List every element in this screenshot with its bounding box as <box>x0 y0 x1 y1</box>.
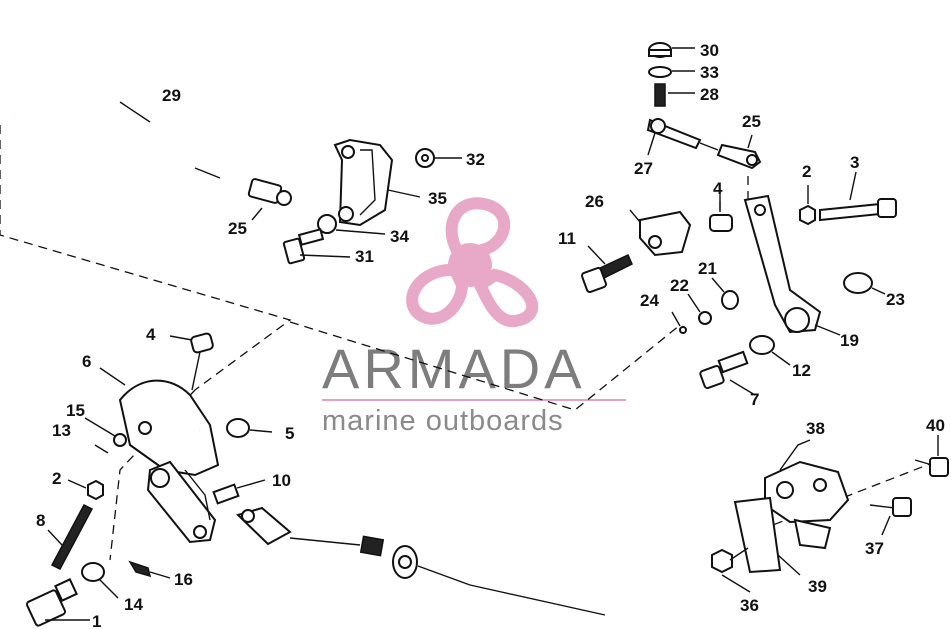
part-2-nut-left <box>67 479 104 501</box>
part-2-nut-right <box>799 185 816 226</box>
armada-watermark: ARMADA marine outboards <box>322 197 626 437</box>
callout-31: 31 <box>355 247 374 266</box>
callout-22: 22 <box>670 276 689 295</box>
watermark-title: ARMADA <box>322 337 586 400</box>
callout-6: 6 <box>82 352 91 371</box>
callout-3: 3 <box>850 153 859 172</box>
part-15-washer <box>84 417 127 447</box>
callout-labels: 1 2 2 3 4 4 5 6 7 8 10 11 12 13 14 15 16… <box>36 41 945 629</box>
callout-39: 39 <box>808 577 827 596</box>
callout-12: 12 <box>792 361 811 380</box>
propeller-blade-left <box>406 263 469 325</box>
part-25-rod-end-left <box>247 178 292 221</box>
watermark-subtitle: marine outboards <box>322 405 564 437</box>
part-10-screw <box>212 479 266 505</box>
part-7-shoulder-bolt <box>699 350 756 396</box>
callout-38: 38 <box>806 419 825 438</box>
part-29-throttle-rod <box>13 96 221 179</box>
part-4-bushing-left <box>169 332 214 391</box>
callout-5: 5 <box>285 424 294 443</box>
part-26-cam <box>629 209 692 257</box>
callout-11: 11 <box>558 229 576 248</box>
callout-32: 32 <box>466 150 485 169</box>
callout-25-right: 25 <box>742 112 761 131</box>
callout-4-right: 4 <box>713 179 723 198</box>
part-22-nut <box>687 293 712 325</box>
part-38-cable-anchor <box>764 439 850 550</box>
propeller-blade-right <box>472 268 539 327</box>
callout-28: 28 <box>700 85 719 104</box>
callout-30: 30 <box>700 41 719 60</box>
part-5-washer <box>226 418 273 438</box>
part-1-bolt <box>25 578 90 627</box>
part-39-plate <box>733 496 801 576</box>
callout-13: 13 <box>52 421 71 440</box>
part-30-nut <box>648 42 695 58</box>
callout-34: 34 <box>390 227 409 246</box>
part-19-throttle-arm <box>743 194 841 336</box>
callout-29: 29 <box>162 86 181 105</box>
part-36-screw <box>711 547 751 593</box>
callout-35: 35 <box>428 189 447 208</box>
callout-37: 37 <box>865 539 884 558</box>
callout-24: 24 <box>640 291 659 310</box>
part-37-screw <box>869 497 912 536</box>
callout-10: 10 <box>272 471 291 490</box>
callout-25-left: 25 <box>228 219 247 238</box>
part-16-clip <box>128 560 171 579</box>
callout-8: 8 <box>36 511 45 530</box>
part-28-stud <box>654 83 695 107</box>
part-25-rod-end-right <box>716 134 762 170</box>
part-4-bushing-right <box>709 195 733 232</box>
callout-21: 21 <box>698 259 717 278</box>
callout-27: 27 <box>634 159 653 178</box>
callout-40: 40 <box>926 416 945 435</box>
callout-15: 15 <box>66 401 85 420</box>
part-32-washer <box>415 148 462 168</box>
callout-36: 36 <box>740 596 759 615</box>
part-8-stop-screw <box>47 504 94 570</box>
propeller-logo <box>406 197 539 327</box>
callout-4-left: 4 <box>146 325 156 344</box>
callout-19: 19 <box>840 331 859 350</box>
callout-26: 26 <box>585 192 604 211</box>
part-12-washer <box>749 335 791 366</box>
part-21-bushing <box>711 277 739 310</box>
part-40-screw <box>914 435 949 477</box>
propeller-blade-top <box>445 197 511 266</box>
callout-23: 23 <box>886 290 905 309</box>
callout-2-right: 2 <box>802 162 811 181</box>
part-34-washer <box>317 214 386 235</box>
part-31-bolt <box>282 228 351 265</box>
part-23-washer <box>843 272 886 295</box>
propeller-hub <box>448 243 492 287</box>
callout-7: 7 <box>750 390 759 409</box>
part-24-washer <box>671 311 687 334</box>
part-33-washer <box>648 66 695 78</box>
part-35-bracket <box>333 138 421 227</box>
callout-14: 14 <box>124 595 143 614</box>
part-13-pin <box>94 444 109 454</box>
callout-16: 16 <box>174 570 193 589</box>
callout-33: 33 <box>700 63 719 82</box>
part-6-throttle-cam <box>99 367 220 477</box>
part-14-washer <box>81 562 119 599</box>
part-throttle-lever <box>146 460 217 544</box>
callout-2-left: 2 <box>52 469 61 488</box>
part-3-screw <box>819 171 897 222</box>
part-27-rod-end <box>646 118 719 156</box>
throttle-cable <box>236 506 606 616</box>
callout-1: 1 <box>92 612 101 629</box>
part-11-bolt <box>581 245 633 293</box>
